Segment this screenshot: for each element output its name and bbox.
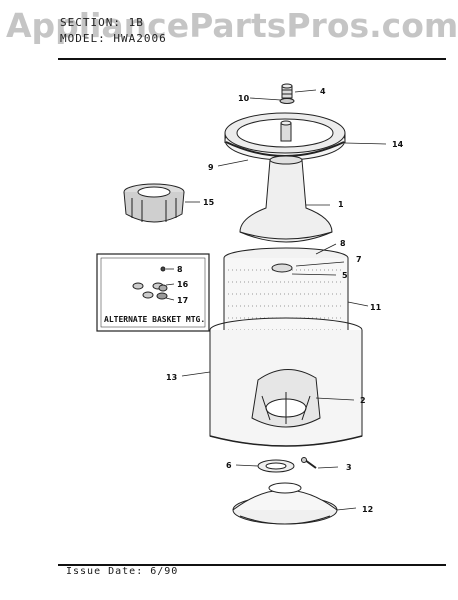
section-label: SECTION: 1B xyxy=(60,16,144,29)
callout-labels: 1 2 3 4 5 6 7 8 9 10 11 12 13 14 15 xyxy=(166,87,404,514)
part-1-agitator xyxy=(239,155,333,243)
callout-10: 10 xyxy=(238,94,250,103)
part-10-nut xyxy=(279,98,295,104)
callout-7: 7 xyxy=(356,255,362,264)
part-4-cap xyxy=(281,83,293,99)
callout-15: 15 xyxy=(203,198,215,207)
callout-5: 5 xyxy=(342,271,348,280)
part-15-collar xyxy=(123,183,185,223)
callout-1: 1 xyxy=(338,200,344,209)
alt-callout-17: 17 xyxy=(177,296,188,305)
callout-12: 12 xyxy=(362,505,373,514)
callout-3: 3 xyxy=(346,463,352,472)
alternate-box-labels: 8 16 17 ALTERNATE BASKET MTG. xyxy=(104,265,205,324)
model-label: MODEL: HWA2006 xyxy=(60,32,167,45)
callout-6: 6 xyxy=(226,461,232,470)
part-6-gasket xyxy=(257,459,295,473)
leader-lines xyxy=(165,89,387,511)
part-3-bolt xyxy=(301,457,317,469)
callout-11: 11 xyxy=(370,303,382,312)
shaft xyxy=(280,120,292,142)
alt-callout-16: 16 xyxy=(177,280,189,289)
alt-callout-8: 8 xyxy=(177,265,183,274)
callout-9: 9 xyxy=(208,163,214,172)
callout-14: 14 xyxy=(392,140,404,149)
callout-13: 13 xyxy=(166,373,177,382)
callout-4: 4 xyxy=(320,87,326,96)
part-2-hub xyxy=(251,369,321,428)
top-rule xyxy=(58,58,446,60)
callout-8: 8 xyxy=(340,239,346,248)
alternate-basket-box xyxy=(96,253,210,332)
watermark: AppliancePartsPros.com xyxy=(6,6,458,45)
issue-date: Issue Date: 6/90 xyxy=(66,566,179,577)
callout-2: 2 xyxy=(360,396,366,405)
part-12-cover xyxy=(232,482,338,525)
bottom-rule xyxy=(58,564,446,566)
alternate-basket-title: ALTERNATE BASKET MTG. xyxy=(104,315,205,324)
